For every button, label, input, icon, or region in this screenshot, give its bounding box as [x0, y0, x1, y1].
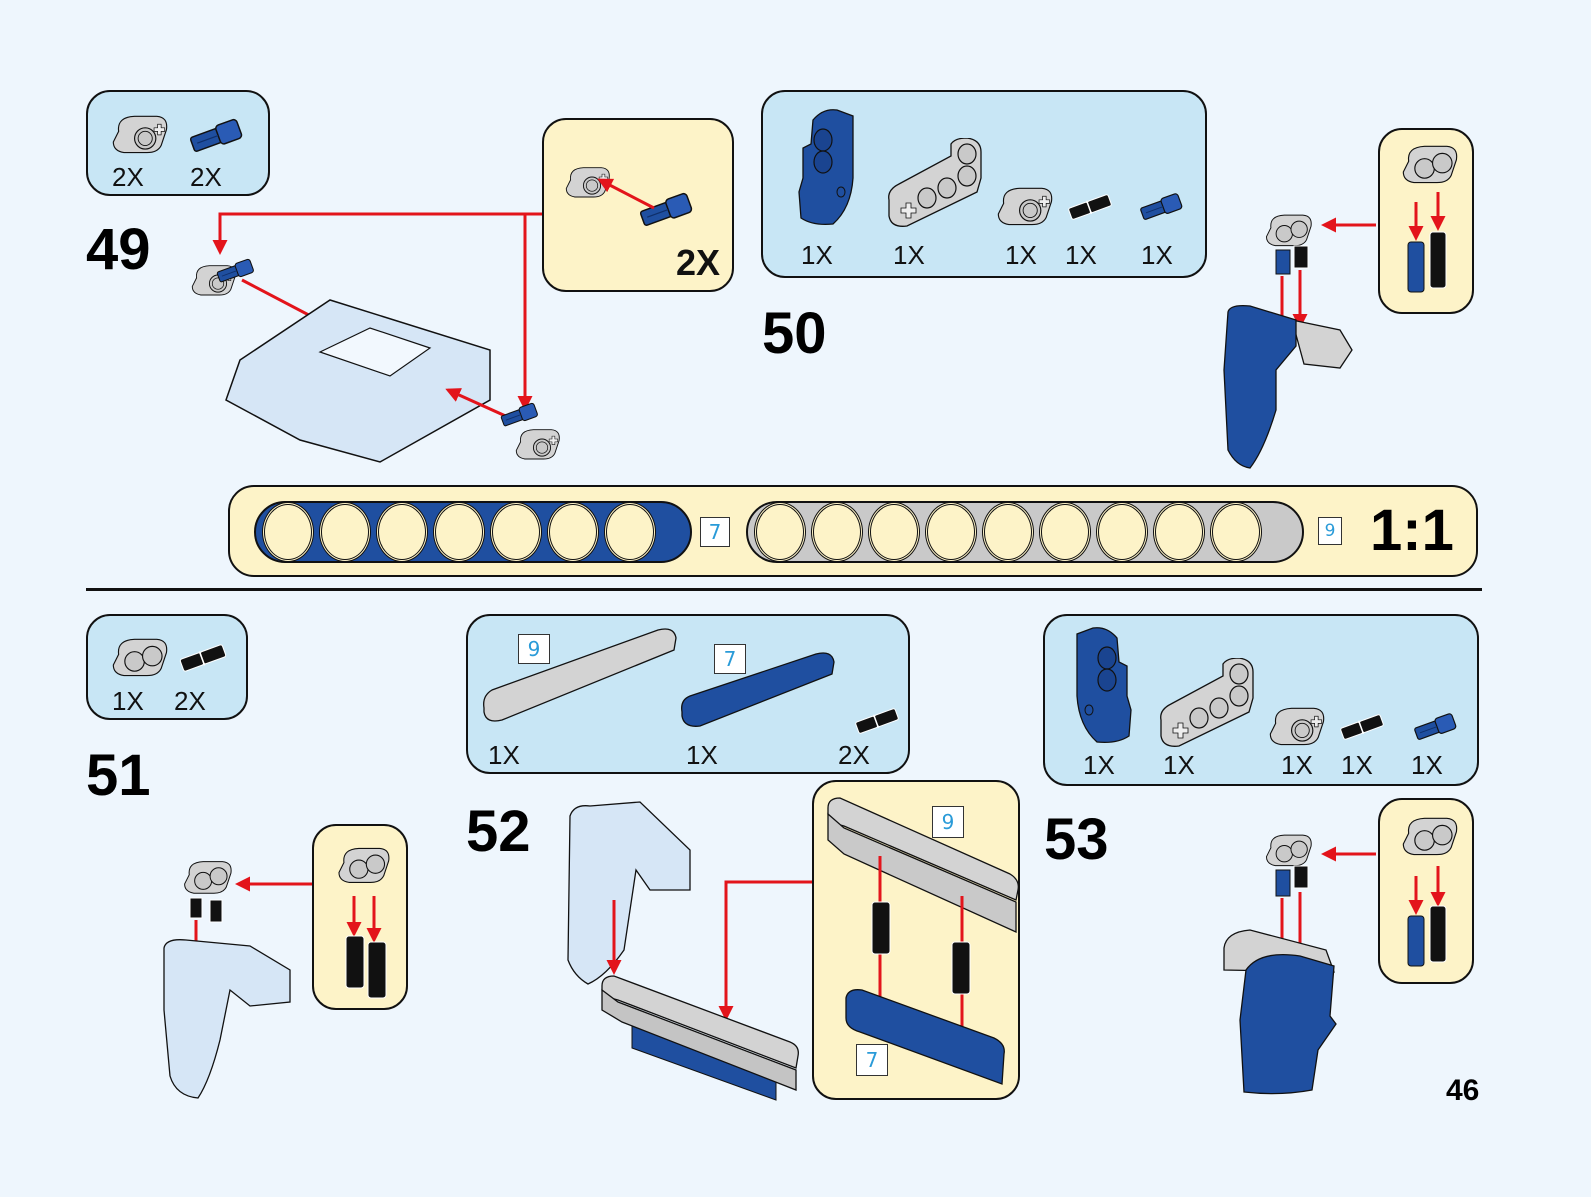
friction-pin-black-part-icon	[1065, 192, 1115, 222]
l-beam-part-icon	[881, 138, 991, 228]
step-50-parts-box: 1X 1X 1X 1X 1X	[761, 90, 1207, 278]
scale-beam-9	[746, 501, 1304, 563]
step-51-callout	[312, 824, 408, 1010]
beam-1x2-part-icon	[993, 182, 1055, 230]
step-number-51: 51	[86, 743, 151, 808]
step-51-assembly	[163, 860, 312, 1099]
callout-assembly	[1402, 817, 1458, 967]
friction-pin-black-part-icon	[176, 642, 230, 674]
friction-pin-black-part-icon	[1337, 712, 1387, 742]
beam-hole	[1210, 502, 1262, 562]
callout-assembly	[338, 847, 390, 999]
beam-hole	[1039, 502, 1091, 562]
friction-pin-black-part-icon	[852, 706, 902, 736]
length-label-9: 9	[1318, 517, 1342, 545]
part-qty: 2X	[174, 686, 206, 716]
step-50-callout	[1378, 128, 1474, 314]
beam-hole	[754, 502, 806, 562]
part-qty: 1X	[112, 686, 144, 716]
step-53-assembly	[1223, 834, 1376, 1095]
step-49-assembly	[191, 212, 561, 463]
section-divider	[86, 588, 1482, 591]
step-51-parts-box: 1X 2X	[86, 614, 248, 720]
step-53-callout	[1378, 798, 1474, 984]
part-qty: 1X	[1411, 750, 1443, 780]
callout-assembly	[1402, 145, 1458, 293]
part-qty: 1X	[1163, 750, 1195, 780]
beam-hole	[490, 502, 542, 562]
page-number: 46	[1446, 1074, 1480, 1107]
step-52-callout: 9 7	[812, 780, 1020, 1100]
step-49-parts-box: 2X 2X	[86, 90, 270, 196]
beam-hole	[1153, 502, 1205, 562]
assembly-arrow	[597, 178, 655, 210]
part-qty: 2X	[112, 162, 144, 192]
beam-hole	[982, 502, 1034, 562]
part-qty: 1X	[686, 740, 718, 770]
scale-ruler: 7 9 1:1	[228, 485, 1478, 577]
panel-connector-blue-part-icon	[1067, 626, 1137, 746]
axle-pin-blue-part-icon	[1411, 712, 1461, 742]
axle-pin-blue-part-icon	[186, 116, 248, 156]
length-label-9: 9	[932, 806, 964, 838]
step-52-assembly	[567, 801, 812, 1101]
length-label-9: 9	[518, 634, 550, 664]
beam-hole	[925, 502, 977, 562]
length-label-7: 7	[856, 1044, 888, 1076]
part-qty: 1X	[801, 240, 833, 270]
length-label-7: 7	[700, 517, 730, 547]
axle-pin-blue-part-icon	[1137, 192, 1187, 222]
beam-hole	[1096, 502, 1148, 562]
beam-1x2-part-icon	[1265, 702, 1327, 750]
part-qty: 2X	[190, 162, 222, 192]
part-qty: 1X	[1005, 240, 1037, 270]
part-qty: 1X	[893, 240, 925, 270]
part-qty: 1X	[1281, 750, 1313, 780]
scale-ratio: 1:1	[1370, 498, 1454, 563]
step-49-callout: 2X	[542, 118, 734, 292]
part-qty: 1X	[1083, 750, 1115, 780]
beam-hole	[433, 502, 485, 562]
beam-hole	[604, 502, 656, 562]
beam-hole	[547, 502, 599, 562]
beam-9-gray-part-icon	[478, 626, 678, 726]
l-beam-part-icon	[1153, 658, 1263, 748]
part-qty: 1X	[1141, 240, 1173, 270]
step-53-parts-box: 1X 1X 1X 1X 1X	[1043, 614, 1479, 786]
callout-qty: 2X	[676, 242, 721, 283]
beam-7-blue-part-icon	[676, 650, 836, 730]
panel-connector-blue-part-icon	[793, 108, 863, 228]
part-qty: 1X	[488, 740, 520, 770]
step-number-52: 52	[466, 799, 531, 864]
step-number-50: 50	[762, 301, 827, 366]
length-label-7: 7	[714, 644, 746, 674]
scale-beam-7	[254, 501, 692, 563]
beam-1x2-part-icon	[108, 110, 170, 158]
step-number-49: 49	[86, 217, 151, 282]
beam-hole	[319, 502, 371, 562]
step-number-53: 53	[1044, 807, 1109, 872]
beam-1x2-part-icon	[108, 632, 170, 682]
beam-hole	[811, 502, 863, 562]
step-52-parts-box: 9 7 1X 1X 2X	[466, 614, 910, 774]
part-qty: 2X	[838, 740, 870, 770]
beam-hole	[868, 502, 920, 562]
beam-hole	[376, 502, 428, 562]
beam-hole	[262, 502, 314, 562]
part-qty: 1X	[1341, 750, 1373, 780]
step-50-assembly	[1223, 214, 1376, 469]
part-qty: 1X	[1065, 240, 1097, 270]
callout-assembly	[827, 797, 1019, 1085]
